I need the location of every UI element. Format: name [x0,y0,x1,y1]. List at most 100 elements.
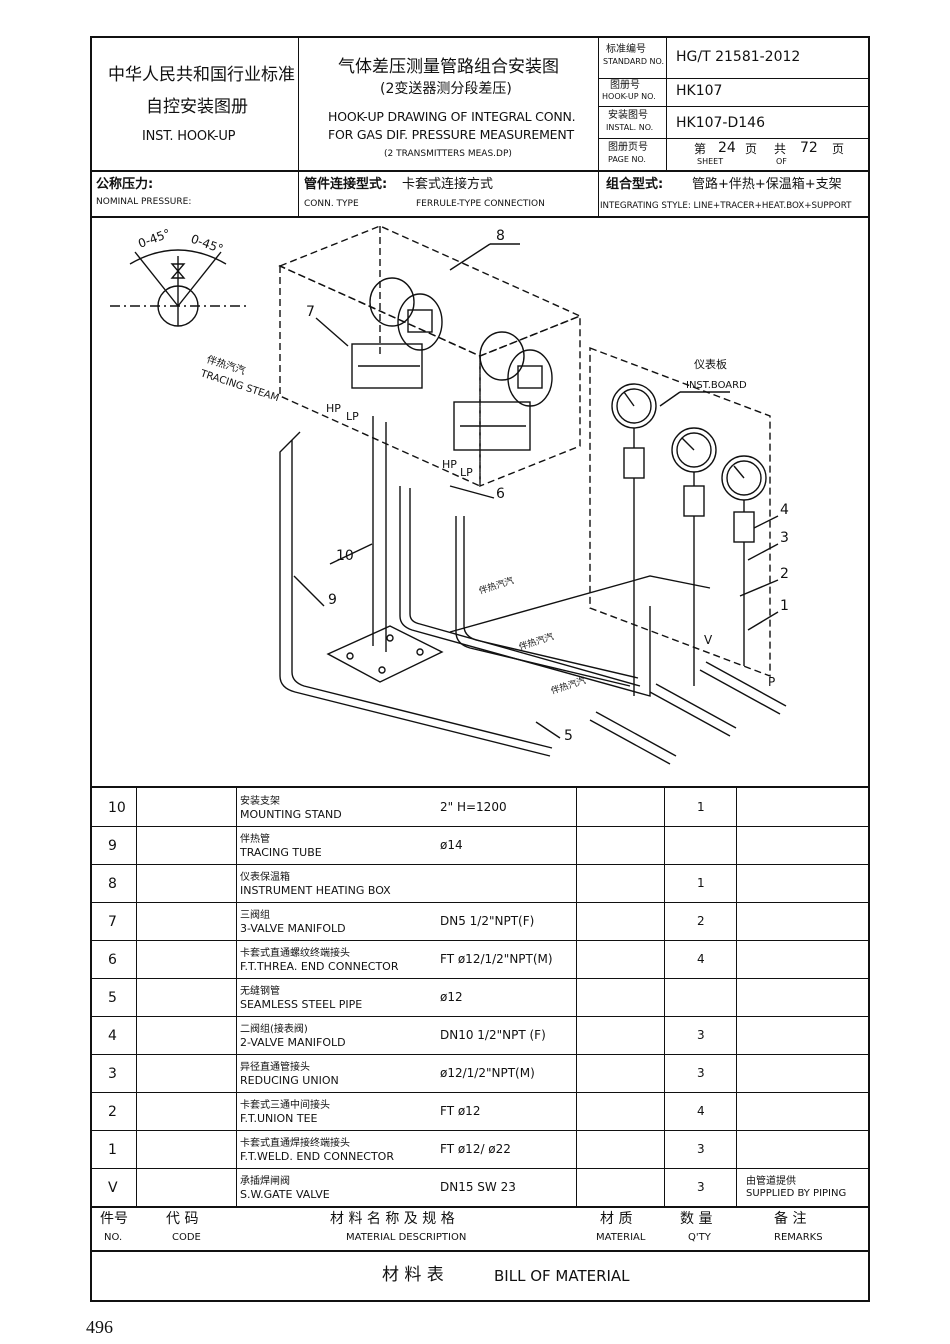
row-divider [90,1168,870,1169]
field-std-label-cn: 标准编号 [606,44,646,55]
pressure-gauges [611,383,767,696]
cell-qty: 2 [697,914,705,928]
cell-no: 1 [108,1142,117,1158]
lp-label-1: LP [346,410,359,423]
cell-spec: DN5 1/2"NPT(F) [440,914,535,928]
header-rem-en: REMARKS [774,1232,823,1243]
valve-angle-symbol [110,249,248,327]
label-9: 9 [328,592,337,608]
cell-spec: ø14 [440,838,463,852]
page-sheet: SHEET [697,157,724,166]
cell-no: 7 [108,914,117,930]
page-number: 496 [86,1317,113,1337]
nominal-pressure-en: NOMINAL PRESSURE: [96,197,192,207]
field-page-label-en: PAGE NO. [608,155,646,164]
inst-board-en: INST.BOARD [686,380,747,391]
tracing-tube [279,431,711,757]
cell-name-cn: 卡套式三通中间接头 [240,1100,330,1111]
label-6: 6 [496,486,505,502]
conn-type-cn: 管件连接型式: [304,177,388,192]
hp-label-2: HP [442,458,457,471]
process-pipes [589,661,787,765]
hp-label-1: HP [326,402,341,415]
cell-name-en: F.T.UNION TEE [240,1112,318,1125]
field-hookup-label-en: HOOK-UP NO. [602,92,656,101]
pipe-tag-2: 伴热汽汽 [517,630,555,653]
cell-name-en: S.W.GATE VALVE [240,1188,330,1201]
angle-label-2: 0-45° [189,232,225,257]
cell-name-en: REDUCING UNION [240,1074,339,1087]
cell-name-cn: 承插焊闸阀 [240,1176,290,1187]
page-number-current: 24 [718,140,736,156]
cell-name-en: MOUNTING STAND [240,808,342,821]
cell-name-cn: 异径直通管接头 [240,1062,310,1073]
cell-name-cn: 仪表保温箱 [240,872,290,883]
field-std-label-en: STANDARD NO. [603,57,665,66]
cell-remarks-cn: 由管道提供 [746,1176,796,1187]
instrument-board [589,346,771,678]
label-1: 1 [780,598,789,614]
header-no-cn: 件号 [100,1211,128,1227]
page-gong: 共 [774,142,787,156]
pipe-tag-3: 伴热汽汽 [549,674,587,697]
page-ye: 页 [745,142,758,156]
cell-no: 9 [108,838,117,854]
album-cn: 自控安装图册 [146,97,248,117]
cell-no: V [108,1180,118,1196]
cell-spec: DN10 1/2"NPT (F) [440,1028,546,1042]
cell-no: 3 [108,1066,117,1082]
row-divider [90,1016,870,1017]
mounting-stand [326,416,444,683]
inst-board-cn: 仪表板 [694,357,727,371]
transmitter-2 [453,331,553,451]
header-mat-en: MATERIAL [596,1232,646,1243]
cell-qty: 4 [697,1104,705,1118]
cell-no: 5 [108,990,117,1006]
cell-spec: ø12 [440,990,463,1004]
header-qty-cn: 数 量 [680,1211,713,1227]
cell-name-en: INSTRUMENT HEATING BOX [240,884,391,897]
cell-qty: 1 [697,876,705,890]
footer-cn: 材 料 表 [382,1265,444,1285]
cell-name-en: 2-VALVE MANIFOLD [240,1036,346,1049]
title-en-3: (2 TRANSMITTERS MEAS.DP) [384,149,512,159]
cell-qty: 1 [697,800,705,814]
field-hookup-value: HK107 [676,83,723,99]
cell-spec: 2" H=1200 [440,800,507,814]
cell-name-en: SEAMLESS STEEL PIPE [240,998,363,1011]
cell-qty: 3 [697,1180,705,1194]
label-4: 4 [780,502,789,518]
header-code-en: CODE [172,1232,201,1243]
label-2: 2 [780,566,789,582]
row-divider [90,1130,870,1131]
footer-en: BILL OF MATERIAL [494,1267,630,1285]
cell-qty: 3 [697,1028,705,1042]
cell-qty: 4 [697,952,705,966]
cell-name-en: 3-VALVE MANIFOLD [240,922,346,935]
cell-name-en: F.T.WELD. END CONNECTOR [240,1150,394,1163]
cell-name-cn: 伴热管 [240,834,270,845]
cell-name-cn: 卡套式直通焊接终端接头 [240,1138,350,1149]
integ-style-cn: 组合型式: [606,177,664,192]
cell-name-cn: 安装支架 [240,796,280,807]
header-mat-cn: 材 质 [600,1211,633,1227]
row-divider [90,978,870,979]
header-desc-en: MATERIAL DESCRIPTION [346,1232,467,1243]
hookup-drawing: 0-45° 0-45° 8 仪表板 INST.BOARD 7 HP LP HP … [110,225,789,765]
cell-no: 10 [108,800,126,816]
cell-spec: ø12/1/2"NPT(M) [440,1066,535,1080]
angle-label-1: 0-45° [136,226,172,251]
title-en-1: HOOK-UP DRAWING OF INTEGRAL CONN. [328,109,576,124]
page-ye2: 页 [832,142,845,156]
field-instal-label-cn: 安装图号 [608,110,648,121]
cell-name-en: TRACING TUBE [240,846,322,859]
row-divider [90,940,870,941]
nominal-pressure-cn: 公称压力: [96,177,154,192]
valve-label-v: V [704,633,713,647]
cell-name-en: F.T.THREA. END CONNECTOR [240,960,399,973]
pipe-tag-1: 伴热汽汽 [477,574,515,597]
row-divider [90,1092,870,1093]
row-divider [90,864,870,865]
integ-style-value-cn: 管路+伴热+保温箱+支架 [692,177,842,192]
cell-no: 4 [108,1028,117,1044]
